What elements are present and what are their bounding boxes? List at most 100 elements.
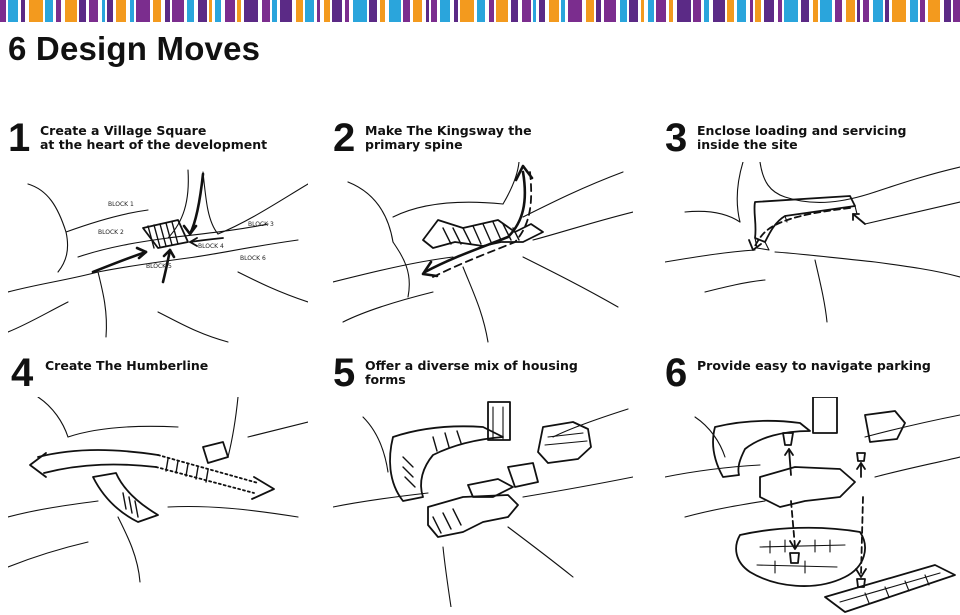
hatch xyxy=(159,223,167,247)
street-edge xyxy=(37,397,69,438)
stripe xyxy=(568,0,582,22)
kingsway-spine-arrow xyxy=(423,170,527,274)
stripe xyxy=(820,0,832,22)
housing-block xyxy=(507,462,539,488)
parking-stall xyxy=(864,592,870,604)
stripe xyxy=(596,0,601,22)
housing-crescent xyxy=(389,425,504,502)
street-edge xyxy=(736,162,744,223)
hatch xyxy=(165,222,173,246)
arrow-head xyxy=(855,568,867,578)
parking-entrance-icon xyxy=(789,552,800,564)
hatch xyxy=(404,476,416,488)
parking-sketch xyxy=(665,397,960,613)
caption-line: Offer a diverse mix of housing xyxy=(365,358,578,373)
stripe xyxy=(280,0,292,22)
stripe xyxy=(345,0,349,22)
street-edge xyxy=(8,541,89,568)
stripe xyxy=(737,0,746,22)
street-edge xyxy=(864,414,960,438)
street-edge xyxy=(507,526,574,578)
hatch xyxy=(432,436,438,452)
stripe xyxy=(910,0,918,22)
stripe xyxy=(198,0,207,22)
street-edge xyxy=(552,408,629,438)
stripe xyxy=(187,0,194,22)
arrow-path xyxy=(161,248,172,284)
street-edge xyxy=(392,201,504,218)
stripe xyxy=(324,0,330,22)
stripe xyxy=(693,0,701,22)
parking-row xyxy=(759,544,846,548)
hatch xyxy=(122,492,127,510)
access-arrow xyxy=(788,448,792,476)
building-wedge xyxy=(92,472,159,523)
hatch xyxy=(165,458,169,472)
street-edge xyxy=(333,492,429,508)
hatch xyxy=(205,469,209,483)
stripe xyxy=(892,0,906,22)
parking-stall xyxy=(924,574,930,586)
stripe xyxy=(403,0,410,22)
stripe xyxy=(586,0,594,22)
stripe xyxy=(65,0,77,22)
street-edge xyxy=(67,425,179,438)
street-edge xyxy=(665,464,761,478)
street-edge xyxy=(187,239,299,259)
stripe xyxy=(440,0,450,22)
hatch xyxy=(134,500,139,518)
building-edge xyxy=(854,205,858,215)
hatch xyxy=(456,430,462,444)
parking-entrance-icon xyxy=(856,578,866,588)
stripe xyxy=(750,0,753,22)
arrow-head xyxy=(135,246,148,260)
hatch xyxy=(432,516,442,534)
stripe xyxy=(928,0,940,22)
parking-entrance-icon xyxy=(856,452,866,462)
street-edge xyxy=(392,241,410,298)
hatch xyxy=(442,512,452,530)
move-number: 5 xyxy=(333,351,356,395)
hatch xyxy=(452,508,462,526)
stripe xyxy=(45,0,53,22)
stripe xyxy=(165,0,170,22)
street-edge xyxy=(8,301,69,333)
stripe xyxy=(604,0,616,22)
move-caption: Make The Kingsway the primary spine xyxy=(365,124,625,152)
arrow-head xyxy=(182,224,198,236)
stripe xyxy=(116,0,126,22)
street-edge xyxy=(227,397,239,458)
stripe xyxy=(29,0,43,22)
hatch xyxy=(452,227,462,245)
block-label: BLOCK 2 xyxy=(98,229,124,236)
stripe-pattern xyxy=(0,0,960,22)
street-edge xyxy=(8,500,99,518)
arrow-head xyxy=(784,448,794,456)
design-move-1: 1 Create a Village Square at the heart o… xyxy=(8,118,308,368)
stripe xyxy=(813,0,818,22)
street-edge xyxy=(704,279,766,293)
parking-strip xyxy=(824,564,956,613)
block-label: BLOCK 6 xyxy=(240,255,266,262)
housing-stepped-block xyxy=(537,421,592,464)
stripe xyxy=(784,0,798,22)
street-edge xyxy=(342,291,434,323)
hatch xyxy=(402,456,414,468)
stripe xyxy=(244,0,258,22)
stripe xyxy=(102,0,105,22)
stripe xyxy=(454,0,458,22)
stripe xyxy=(209,0,212,22)
street-edge xyxy=(522,256,619,308)
hatch xyxy=(502,223,512,241)
arrow-head xyxy=(189,237,198,247)
street-edge xyxy=(874,261,960,278)
hatch xyxy=(482,223,492,243)
stripe xyxy=(669,0,673,22)
move-caption: Provide easy to navigate parking xyxy=(697,359,957,373)
block-label: BLOCK 3 xyxy=(248,221,274,228)
caption-line: forms xyxy=(365,372,406,387)
stripe xyxy=(237,0,241,22)
stripe xyxy=(549,0,559,22)
humberline-dots xyxy=(157,454,259,484)
hatch xyxy=(147,225,155,249)
